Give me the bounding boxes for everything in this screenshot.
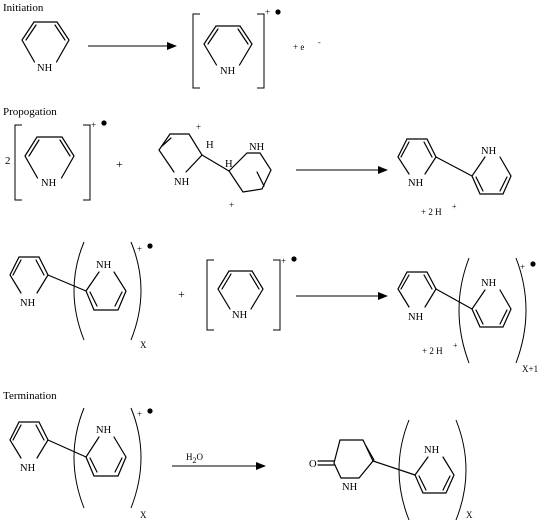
svg-text:NH: NH xyxy=(408,312,424,323)
termination-label: Termination xyxy=(3,390,57,402)
svg-text:NH: NH xyxy=(232,310,248,321)
svg-text:NH: NH xyxy=(174,177,190,188)
svg-text:+: + xyxy=(196,122,201,132)
two-protons-1: + 2 H xyxy=(421,207,442,217)
plus-charge: + xyxy=(265,7,270,17)
pyrrole-monomer: NH xyxy=(21,21,70,74)
water-reagent: H2O xyxy=(186,452,204,465)
svg-text:NH: NH xyxy=(96,260,112,271)
svg-text:NH: NH xyxy=(220,66,236,77)
two-protons-2: + 2 H xyxy=(422,346,443,356)
svg-text:NH: NH xyxy=(342,482,358,493)
coefficient-two: 2 xyxy=(5,155,11,167)
propagation-label: Propogation xyxy=(3,106,57,118)
svg-text:+: + xyxy=(178,287,185,301)
bipyrrole-product: NH NH xyxy=(397,138,512,195)
svg-text:NH: NH xyxy=(481,278,497,289)
radical-dot xyxy=(275,9,281,15)
svg-text:H: H xyxy=(206,140,214,151)
plus-operator: + xyxy=(116,157,123,171)
svg-text:NH: NH xyxy=(20,298,36,309)
radical-cation-reactant: NH + xyxy=(14,120,107,201)
svg-text:H: H xyxy=(225,159,233,170)
svg-text:+: + xyxy=(137,409,142,419)
svg-text:+: + xyxy=(453,341,458,350)
electron-label: + e xyxy=(293,42,304,52)
pyrrole-radical-cation: NH + xyxy=(192,7,281,89)
svg-text:+: + xyxy=(452,202,457,211)
subscript-x-plus-1: X+1 xyxy=(522,364,538,374)
terminating-oligomer: NH NH + X xyxy=(9,407,153,520)
svg-text:+: + xyxy=(520,262,525,272)
svg-text:NH: NH xyxy=(20,463,36,474)
svg-text:X: X xyxy=(140,510,147,520)
svg-text:NH: NH xyxy=(249,142,265,153)
carbonyl-oxygen: O xyxy=(309,459,317,470)
svg-text:X: X xyxy=(466,510,473,520)
subscript-x: X xyxy=(140,340,147,350)
svg-text:NH: NH xyxy=(481,146,497,157)
svg-text:NH: NH xyxy=(424,445,440,456)
svg-text:+: + xyxy=(91,120,96,130)
svg-text:NH: NH xyxy=(408,178,424,189)
svg-text:NH: NH xyxy=(41,178,57,189)
oligomer-radical-cation: NH NH + X xyxy=(9,241,153,350)
pyrrolinone-product: O NH NH X xyxy=(309,419,473,521)
svg-text:+: + xyxy=(281,256,286,266)
svg-text:NH: NH xyxy=(96,425,112,436)
dimer-dication-intermediate: NH + H H NH + xyxy=(158,122,272,210)
svg-text:+: + xyxy=(229,200,234,210)
initiation-label: Initiation xyxy=(3,2,44,14)
nitrogen-label: NH xyxy=(37,63,53,74)
radical-cation-reactant-2: NH + xyxy=(206,256,297,331)
oligomer-product: NH NH + X+1 xyxy=(397,257,538,374)
svg-text:+: + xyxy=(137,244,142,254)
svg-text:-: - xyxy=(318,38,321,47)
